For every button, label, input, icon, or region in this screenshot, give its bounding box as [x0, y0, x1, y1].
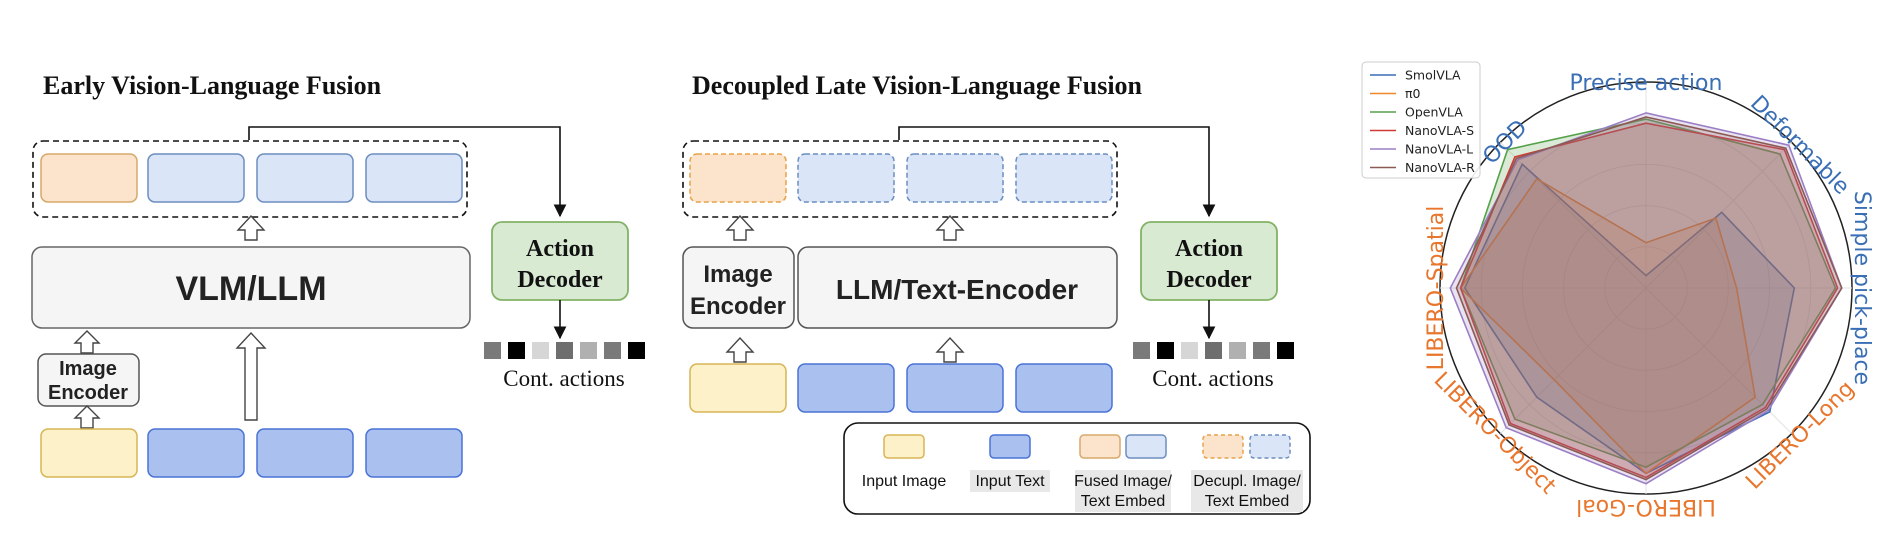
embed-to-decoder-arrow [898, 126, 1216, 218]
action-tokens [484, 342, 645, 359]
radar-series-group [1449, 112, 1843, 485]
llm-text-encoder-label: LLM/Text-Encoder [836, 274, 1078, 305]
radar-legend-label: NanoVLA-S [1405, 123, 1474, 138]
legend-label-bg [1191, 470, 1303, 512]
legend-fused-label: Text Embed [1081, 493, 1165, 510]
image-encoder-label: Encoder [690, 293, 786, 320]
legend-decoupled-label: Decupl. Image/ [1193, 473, 1301, 490]
legend-fused-image-swatch [1079, 434, 1121, 459]
radar-grid-spoke [1499, 287, 1647, 435]
fused-text-embed [365, 153, 463, 203]
llm-text-encoder-block [797, 246, 1118, 329]
image-encoder-label: Image [703, 261, 772, 288]
legend-label-bg [1075, 470, 1171, 512]
image-input-arrow [73, 405, 101, 429]
legend-decoupled-image-swatch [1202, 434, 1244, 459]
radar-legend-label: OpenVLA [1405, 105, 1463, 120]
axis-label-libero-goal: LIBERO-Goal [1576, 494, 1716, 519]
legend-decoupled-label: Text Embed [1205, 493, 1289, 510]
input-text-token [147, 428, 245, 478]
image-encoder-block [682, 246, 795, 329]
axis-label-simple-pick-place: Simple pick-place [1849, 191, 1874, 385]
legend-fused-text-swatch [1125, 434, 1167, 459]
text-input-arrow [935, 336, 965, 363]
radar-series-1 [1459, 177, 1757, 475]
radar-series-2 [1459, 118, 1837, 469]
legend-input-image-swatch [883, 434, 925, 459]
image-encoder-label: Image [59, 358, 117, 380]
radar-legend-label: SmolVLA [1405, 68, 1461, 83]
decoupled-text-embed [906, 153, 1004, 203]
llm-output-arrow [935, 214, 965, 241]
legend-input-image-label: Input Image [862, 473, 947, 490]
action-tokens [1133, 342, 1294, 359]
radar-legend-label: NanoVLA-R [1405, 160, 1475, 175]
image-encoder-label: Encoder [48, 382, 128, 404]
legend-input-text-label: Input Text [975, 473, 1045, 490]
radar-legend-label: π0 [1405, 86, 1421, 101]
early-fusion-title: Early Vision-Language Fusion [43, 71, 382, 100]
radar-series-5 [1455, 116, 1843, 481]
action-decoder-label: Decoder [517, 267, 603, 293]
decoupled-image-embed [689, 153, 787, 203]
fused-text-embed [147, 153, 245, 203]
input-image-token [40, 428, 138, 478]
input-image-token [689, 363, 787, 413]
early-fusion-panel: Early Vision-Language Fusion VLM/LLM Ima… [31, 71, 645, 478]
action-decoder-label: Action [526, 236, 594, 262]
input-text-token [1015, 363, 1113, 413]
text-input-arrow [235, 331, 267, 421]
legend-label-bg [970, 470, 1050, 492]
fused-text-embed [256, 153, 354, 203]
action-decoder-label: Action [1175, 236, 1243, 262]
input-text-token [256, 428, 354, 478]
input-text-token [365, 428, 463, 478]
vlm-output-arrow [236, 214, 266, 241]
legend-fused-label: Fused Image/ [1074, 473, 1172, 490]
late-fusion-panel: Decoupled Late Vision-Language Fusion Im… [682, 71, 1311, 515]
encoder-output-arrow [73, 330, 101, 354]
decoupled-text-embed [797, 153, 895, 203]
image-input-arrow [725, 336, 755, 363]
decoupled-text-embed [1015, 153, 1113, 203]
image-encoder-block [37, 353, 140, 407]
cont-actions-label: Cont. actions [1152, 366, 1273, 391]
radar-chart: Precise action Deformable Simple pick-pl… [1361, 61, 1874, 519]
axis-label-precise-action: Precise action [1570, 71, 1723, 96]
diagram-legend: Input Image Input Text Fused Image/ Text… [843, 422, 1311, 515]
fused-image-embed [40, 153, 138, 203]
vlm-llm-label: VLM/LLM [175, 270, 326, 308]
legend-input-text-swatch [989, 434, 1031, 459]
cont-actions-label: Cont. actions [503, 366, 624, 391]
encoder-output-arrow [725, 214, 755, 241]
vlm-llm-block [31, 246, 471, 329]
late-fusion-title: Decoupled Late Vision-Language Fusion [692, 71, 1143, 100]
embed-to-decoder-arrow [248, 126, 567, 218]
input-text-token [906, 363, 1004, 413]
action-decoder-label: Decoder [1166, 267, 1252, 293]
radar-legend-label: NanoVLA-L [1405, 142, 1473, 157]
axis-label-libero-spatial: LIBERO-Spatial [1424, 206, 1449, 371]
legend-decoupled-text-swatch [1249, 434, 1291, 459]
input-text-token [797, 363, 895, 413]
